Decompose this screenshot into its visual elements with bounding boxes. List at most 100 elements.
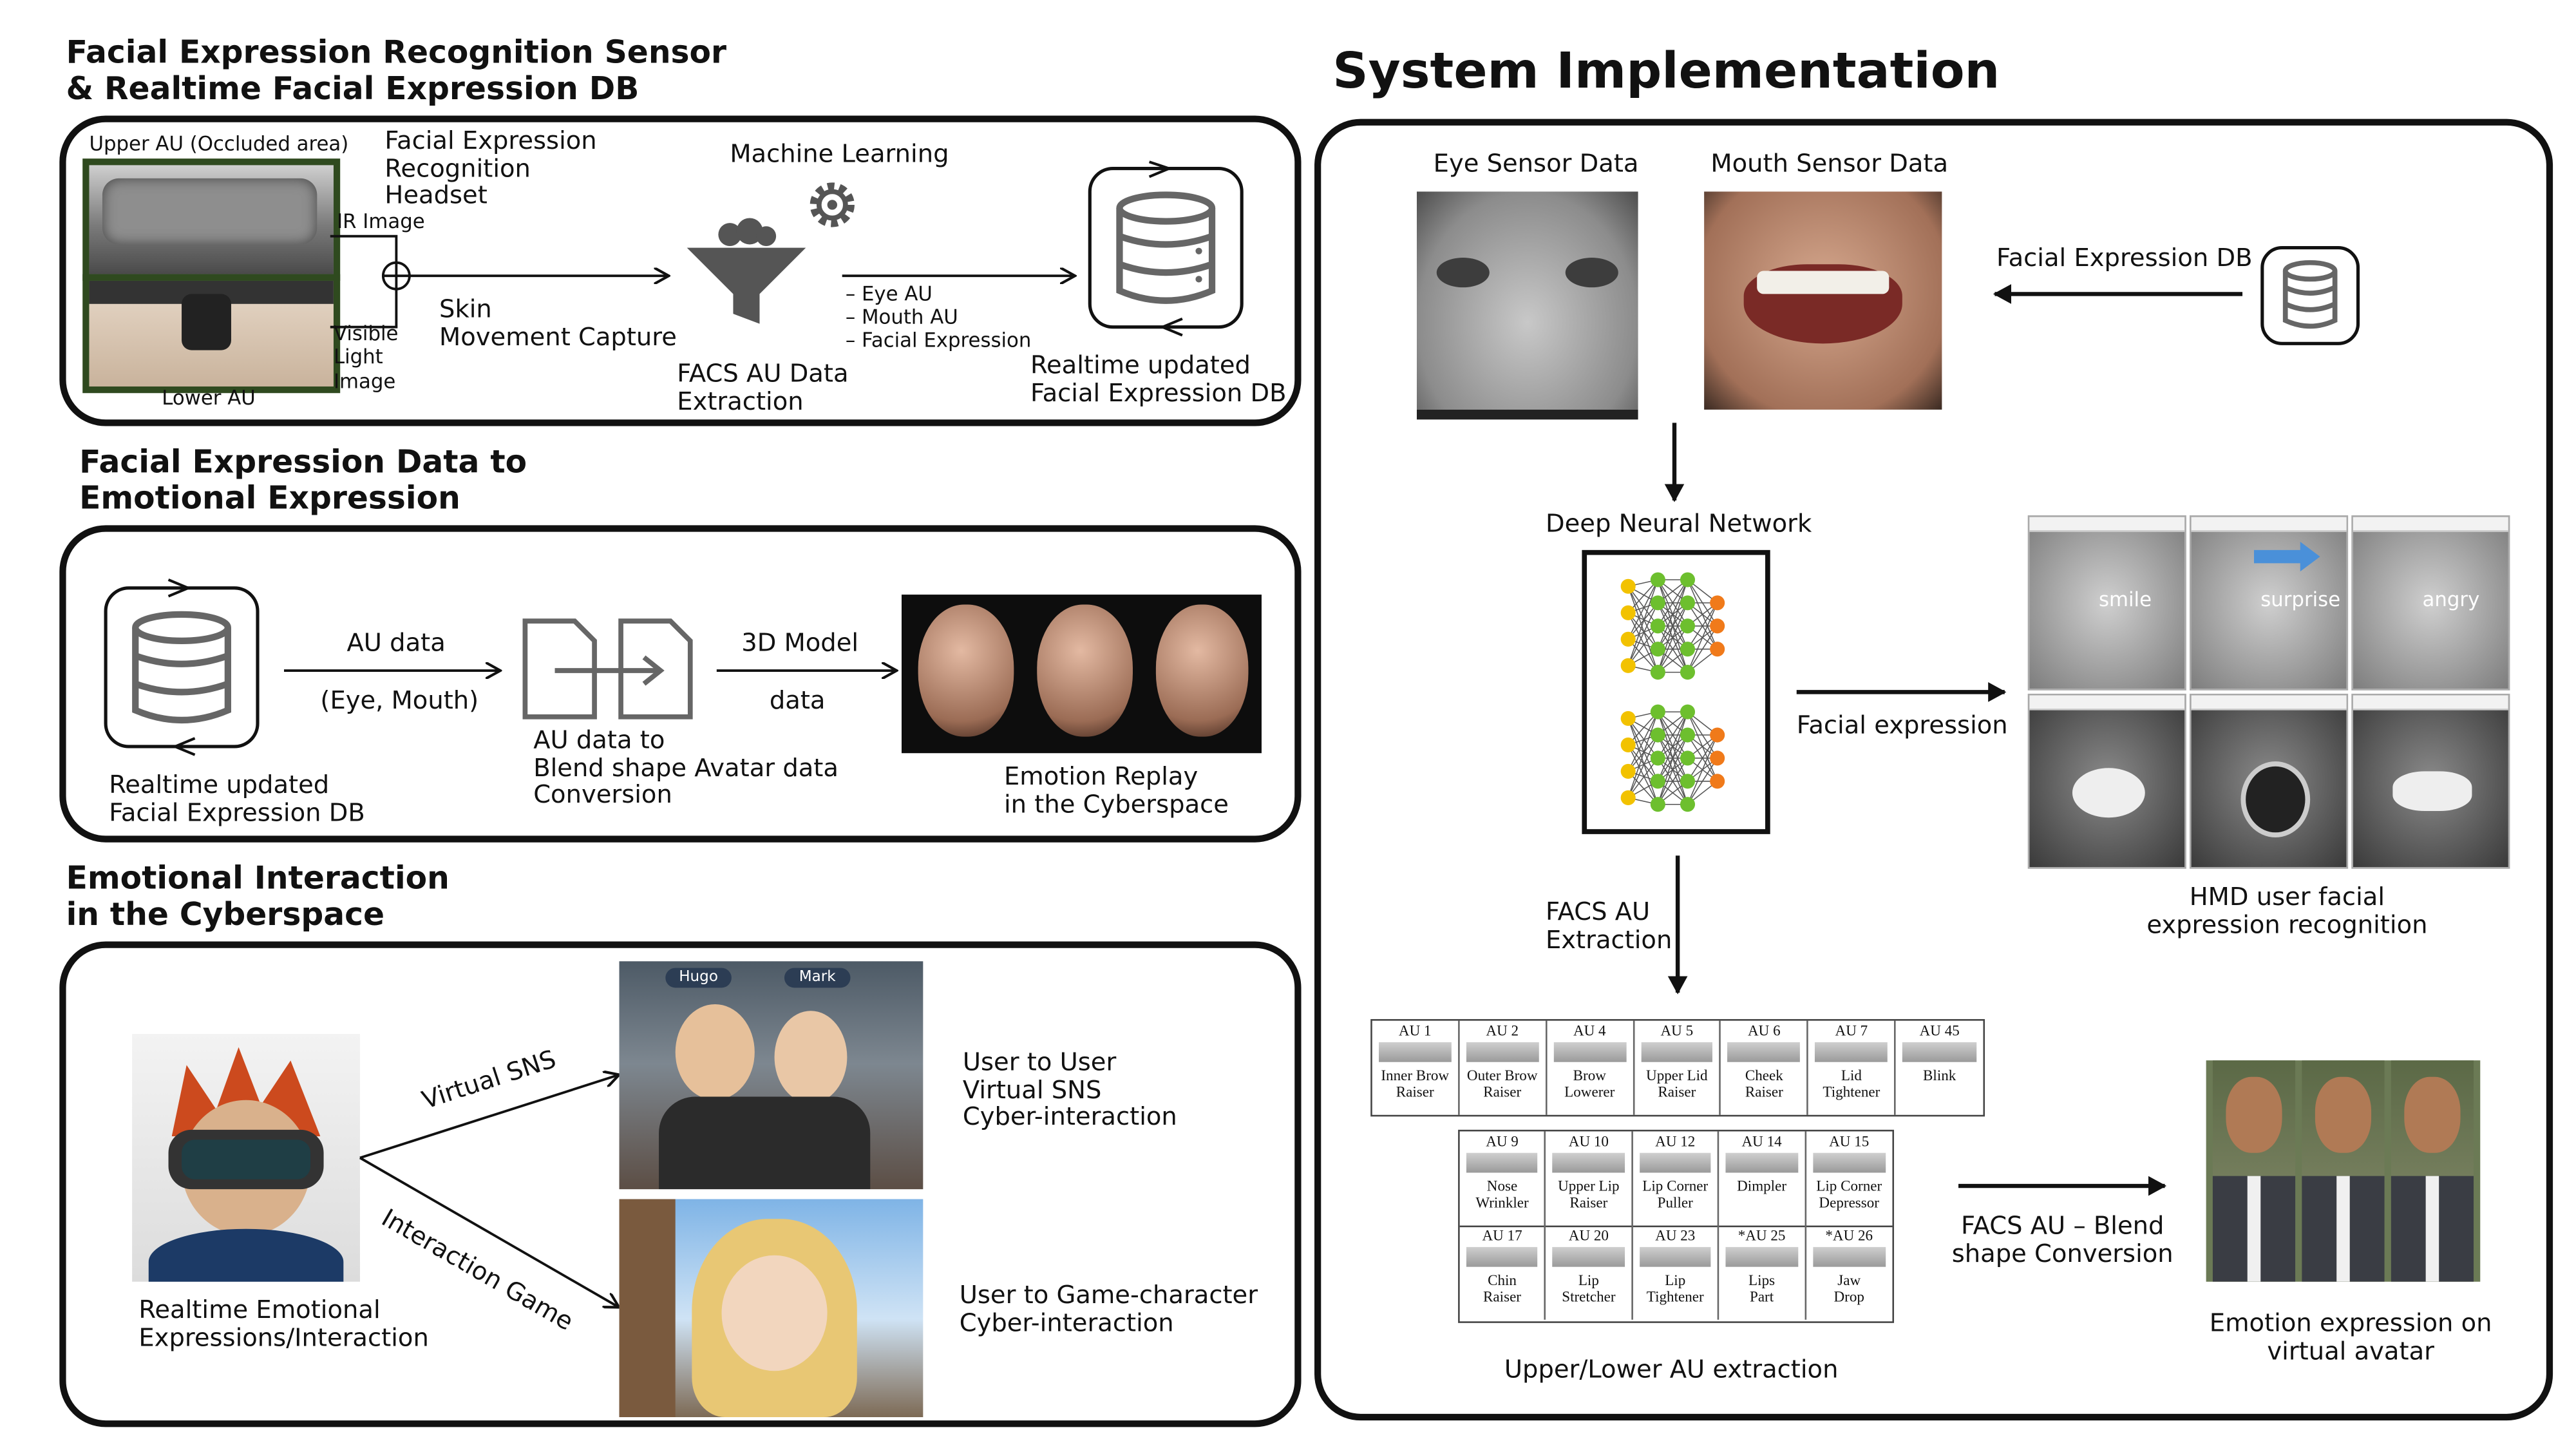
facial-db-label: Facial Expression DB bbox=[1996, 242, 2253, 273]
expression-surprise: surprise bbox=[2260, 587, 2341, 611]
au-name: Cheek Raiser bbox=[1745, 1067, 1783, 1101]
eye-sensor-label: Eye Sensor Data bbox=[1433, 148, 1639, 178]
facs-extraction-label: FACS AU Extraction bbox=[1545, 897, 1672, 954]
system-implementation-title: System Implementation bbox=[1332, 43, 2000, 101]
blend-conversion-label: FACS AU – Blend shape Conversion bbox=[1951, 1210, 2174, 1268]
neuron-node bbox=[1680, 665, 1696, 680]
au-name: Lip Corner Puller bbox=[1642, 1178, 1709, 1212]
neuron-node bbox=[1710, 750, 1725, 766]
hmd-recognition-label: HMD user facial expression recognition bbox=[2146, 882, 2428, 940]
name-tag-mark: Mark bbox=[784, 968, 851, 988]
neuron-node bbox=[1680, 774, 1696, 789]
au-name: Lip Tightener bbox=[1646, 1272, 1704, 1306]
emotion-replay-label: Emotion Replay in the Cyberspace bbox=[1003, 761, 1229, 819]
realtime-db-label-1: Realtime updated Facial Expression DB bbox=[1030, 350, 1287, 408]
file-convert-icon bbox=[522, 618, 693, 720]
realtime-emotional-label: Realtime Emotional Expressions/Interacti… bbox=[138, 1295, 429, 1352]
neuron-node bbox=[1680, 797, 1696, 812]
neuron-node bbox=[1710, 642, 1725, 657]
machine-learning-label: Machine Learning bbox=[730, 138, 949, 169]
au-face-thumbnail bbox=[1466, 1246, 1539, 1267]
neuron-node bbox=[1650, 774, 1665, 789]
au-face-thumbnail bbox=[1815, 1042, 1888, 1062]
virtual-sns-image: Hugo Mark bbox=[619, 961, 923, 1190]
au-data-label: AU data bbox=[346, 627, 446, 658]
section3-title: Emotional Interaction in the Cyberspace bbox=[66, 860, 450, 933]
au-code: AU 10 bbox=[1568, 1132, 1609, 1150]
au-face-thumbnail bbox=[1466, 1042, 1539, 1062]
au-face-thumbnail bbox=[1466, 1152, 1539, 1173]
au-code: AU 1 bbox=[1398, 1022, 1432, 1039]
neuron-node bbox=[1680, 727, 1696, 743]
database-icon bbox=[1088, 160, 1244, 337]
neuron-node bbox=[1680, 750, 1696, 766]
ir-image-label: IR Image bbox=[337, 209, 425, 233]
au-name: Brow Lowerer bbox=[1564, 1067, 1615, 1101]
dnn-label: Deep Neural Network bbox=[1545, 508, 1812, 539]
model-data-label: data bbox=[769, 685, 826, 716]
neuron-node bbox=[1710, 618, 1725, 634]
au-name: Lid Tightener bbox=[1823, 1067, 1880, 1101]
frame-angry: angry bbox=[2351, 515, 2510, 691]
facial-db-icon bbox=[2260, 246, 2360, 345]
au-code: AU 5 bbox=[1660, 1022, 1694, 1039]
avatar-heads-image bbox=[901, 595, 1262, 754]
neuron-node bbox=[1620, 578, 1636, 594]
hmd-recognition-grid: smile surprise angry bbox=[2027, 515, 2510, 869]
headset-label: Facial Expression Recognition Headset bbox=[384, 125, 597, 210]
neuron-node bbox=[1680, 618, 1696, 634]
neuron-node bbox=[1650, 665, 1665, 680]
au-face-thumbnail bbox=[1639, 1152, 1711, 1173]
neuron-node bbox=[1620, 631, 1636, 647]
au-face-thumbnail bbox=[1553, 1042, 1626, 1062]
au-face-thumbnail bbox=[1902, 1042, 1977, 1062]
au-name: Nose Wrinkler bbox=[1475, 1178, 1529, 1212]
au-face-thumbnail bbox=[1553, 1152, 1625, 1173]
au-code: AU 12 bbox=[1655, 1132, 1696, 1150]
neuron-node bbox=[1710, 774, 1725, 789]
au-name: Jaw Drop bbox=[1833, 1272, 1864, 1306]
au-name: Upper Lip Raiser bbox=[1558, 1178, 1620, 1212]
neuron-node bbox=[1680, 572, 1696, 587]
au-face-thumbnail bbox=[1379, 1042, 1452, 1062]
gear-icon bbox=[810, 182, 855, 227]
au-cell: AU 10 Upper Lip Raiser bbox=[1546, 1131, 1633, 1226]
au-name: Lip Corner Depressor bbox=[1816, 1178, 1882, 1212]
neuron-node bbox=[1620, 658, 1636, 673]
au-code: AU 15 bbox=[1829, 1132, 1870, 1150]
au-code: AU 6 bbox=[1748, 1022, 1781, 1039]
au-face-thumbnail bbox=[1553, 1246, 1625, 1267]
au-code: AU 23 bbox=[1655, 1227, 1696, 1244]
neuron-node bbox=[1650, 750, 1665, 766]
neuron-node bbox=[1620, 711, 1636, 726]
neuron-node bbox=[1620, 737, 1636, 752]
skin-capture-label: Skin Movement Capture bbox=[439, 294, 677, 351]
au-face-thumbnail bbox=[1725, 1152, 1798, 1173]
au-face-thumbnail bbox=[1725, 1246, 1798, 1267]
neuron-node bbox=[1650, 797, 1665, 812]
neuron-node bbox=[1650, 642, 1665, 657]
au-name: Lip Stretcher bbox=[1562, 1272, 1616, 1306]
au-output-list: – Eye AU – Mouth AU – Facial Expression bbox=[845, 282, 1032, 352]
neuron-node bbox=[1680, 704, 1696, 720]
name-tag-hugo: Hugo bbox=[665, 968, 732, 988]
au-code: AU 2 bbox=[1486, 1022, 1519, 1039]
funnel-icon bbox=[687, 218, 806, 324]
neuron-node bbox=[1650, 727, 1665, 743]
neuron-node bbox=[1710, 727, 1725, 743]
